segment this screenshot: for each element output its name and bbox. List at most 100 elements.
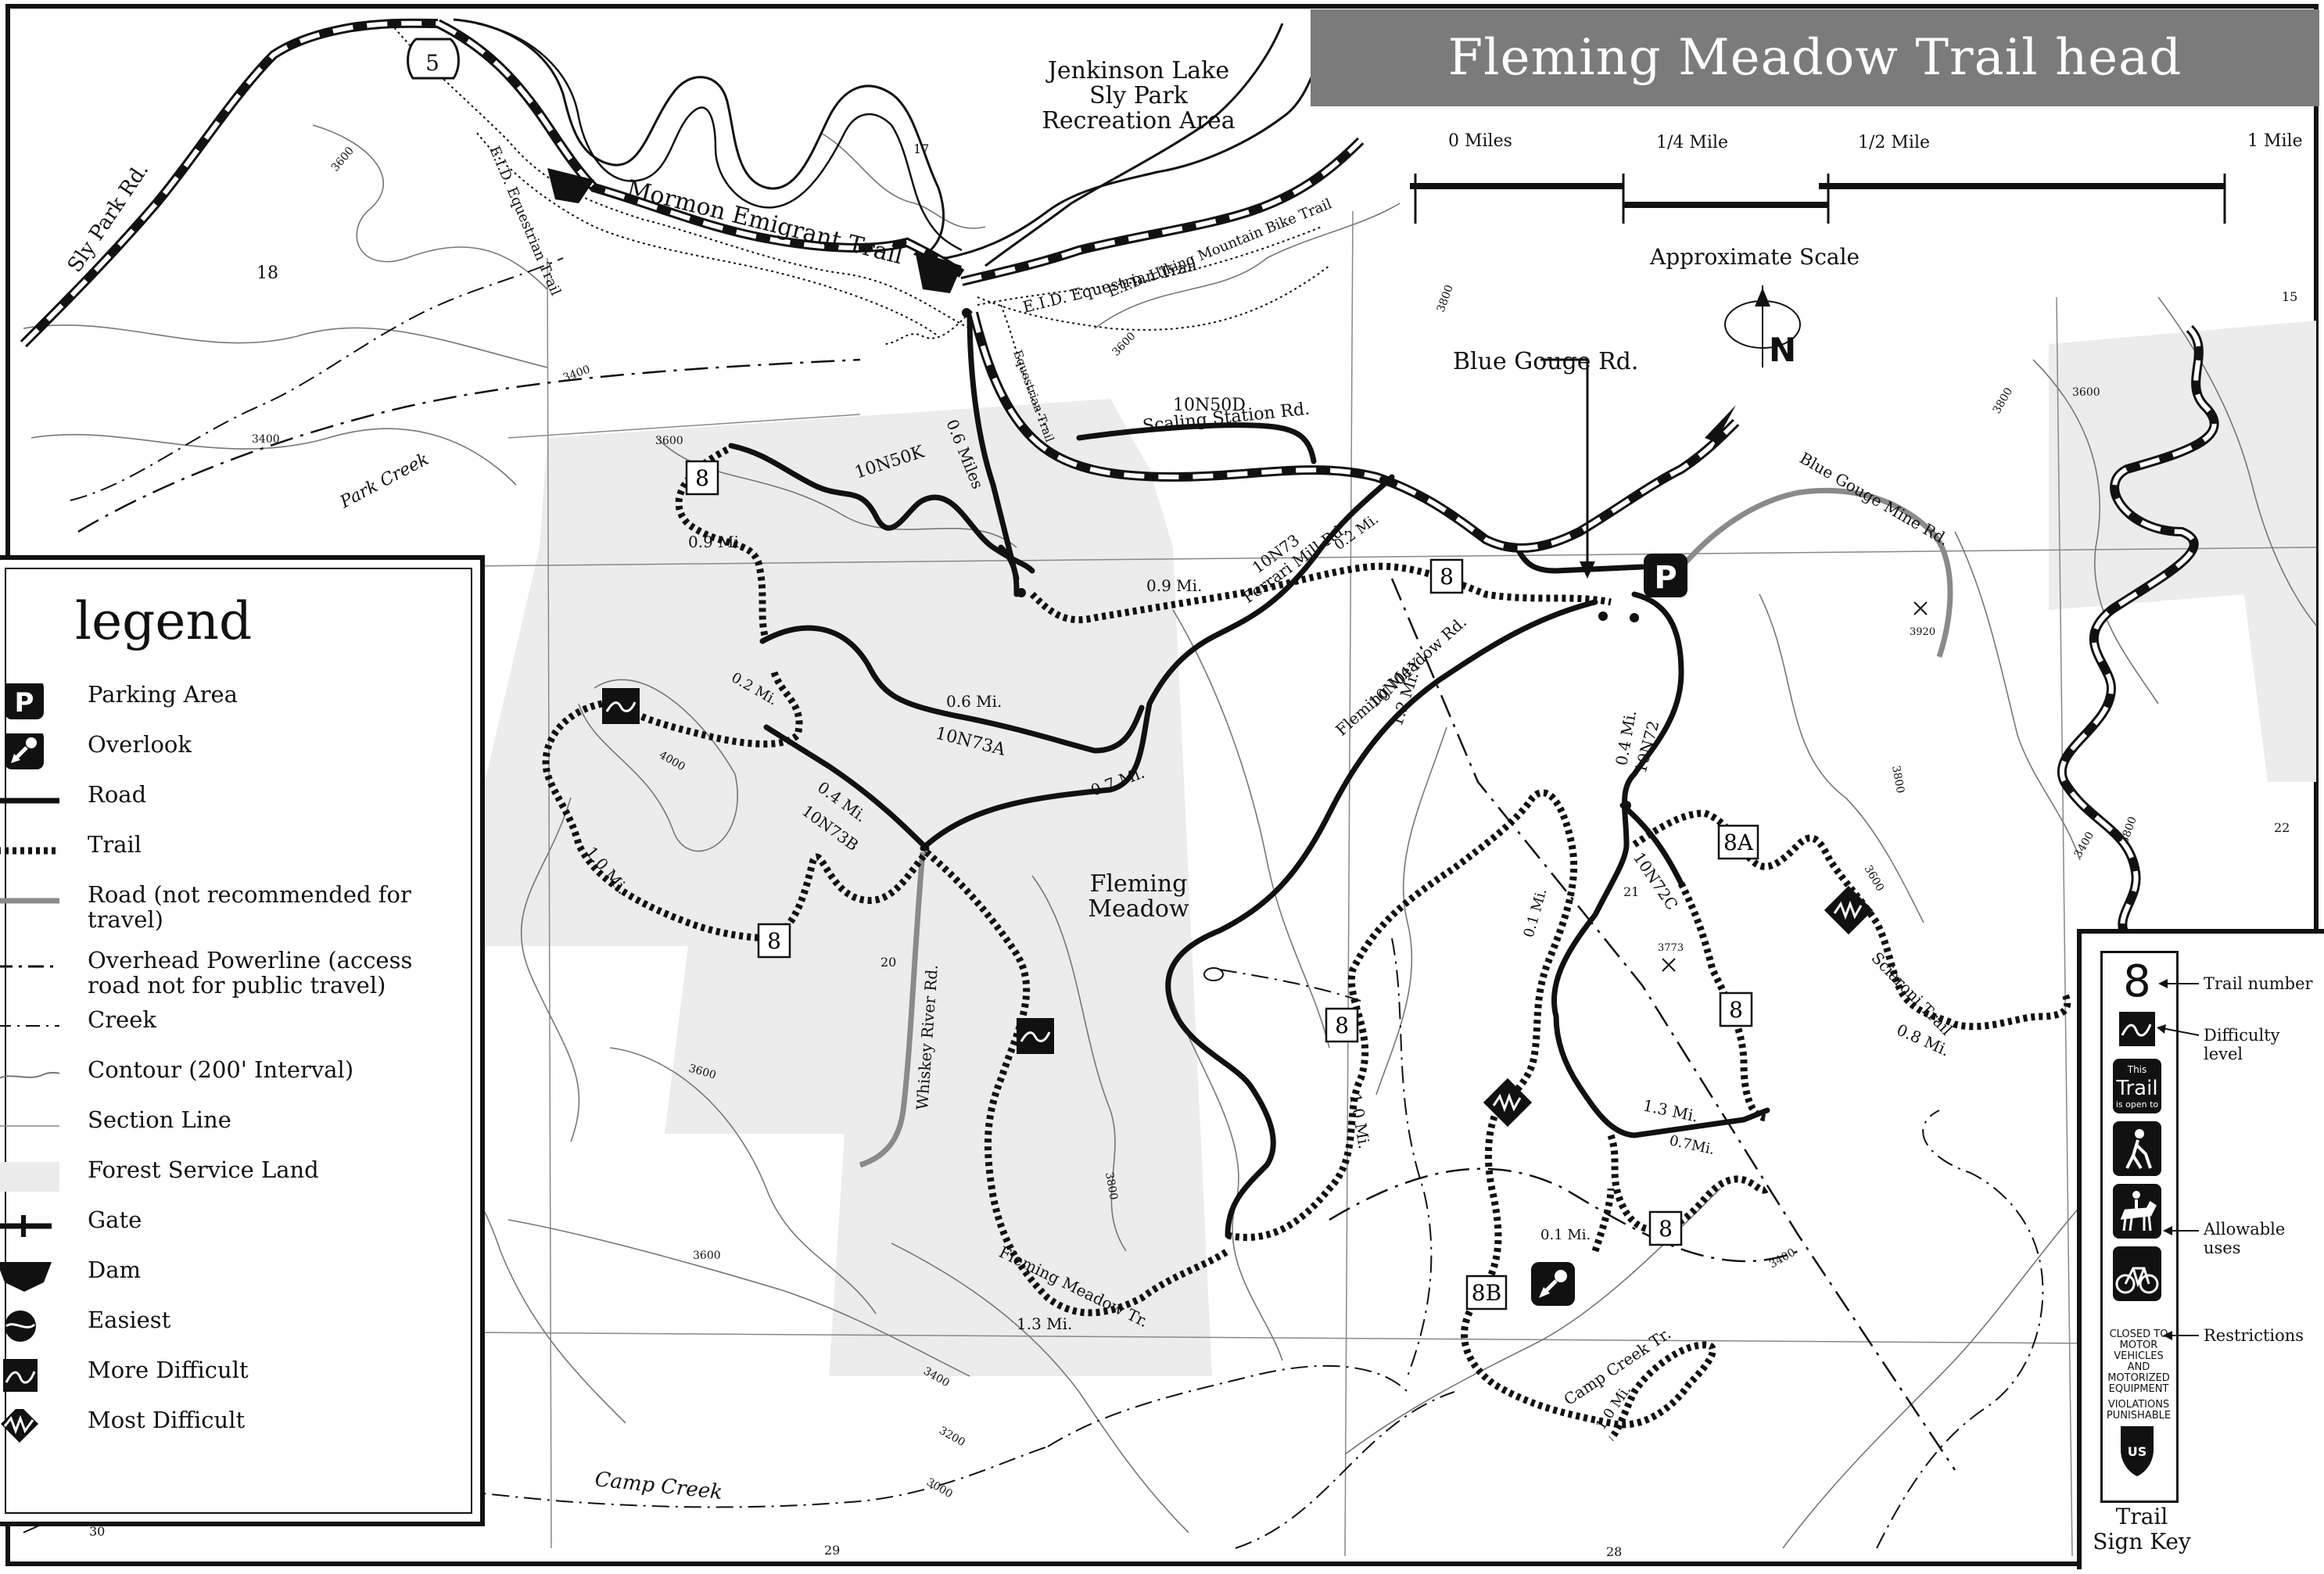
svg-text:This: This: [2127, 1064, 2147, 1075]
legend-row-section: Section Line: [0, 1103, 466, 1149]
gates: [962, 308, 1639, 810]
north-arrow: N: [1724, 285, 1801, 369]
forest-land-swatch: [0, 1162, 59, 1192]
gate-icon: [962, 308, 971, 317]
svg-text:3800: 3800: [1889, 765, 1906, 794]
trail-open-sign: [2113, 1059, 2161, 1113]
svg-text:8: 8: [767, 928, 781, 954]
whiskey-river-road: [859, 852, 926, 1168]
more-difficult-icon: [1017, 1018, 1054, 1054]
svg-text:P: P: [1654, 560, 1677, 596]
svg-text:0.9 Mi.: 0.9 Mi.: [688, 532, 744, 551]
restriction-text: CLOSED TO MOTOR VEHICLES AND MOTORIZED E…: [2107, 1328, 2170, 1395]
violation-text: VIOLATIONS PUNISHABLE: [2106, 1399, 2172, 1422]
gated-roads: [20, 18, 2219, 941]
lake-label-line1: Jenkinson Lake: [1045, 57, 1229, 84]
legend-row-dam: Dam: [0, 1253, 466, 1300]
gate-icon: [1017, 588, 1026, 597]
gate-icon: [1622, 801, 1631, 810]
overlook-marker[interactable]: [1531, 1262, 1575, 1306]
easiest-icon: [5, 1310, 36, 1342]
trail-sign-key: 8 This Trail is open to US CLOSED TO MOT…: [2077, 929, 2324, 1569]
more-difficult-icon: [3, 1359, 38, 1392]
overlook-icon: [5, 733, 44, 769]
legend-row-parking: P Parking Area: [0, 677, 466, 724]
blue-gouge-arrow: [1705, 405, 1736, 454]
blue-gouge-callout: [1540, 358, 1589, 571]
gray-road-line: [0, 898, 59, 904]
gate-icon: [1379, 475, 1389, 485]
svg-text:8: 8: [1659, 1216, 1673, 1242]
trail-marker: 8: [1325, 1007, 1359, 1043]
gray-roads: [859, 488, 1953, 1168]
svg-text:3600: 3600: [655, 435, 683, 447]
svg-text:3400: 3400: [252, 433, 280, 446]
svg-text:1.3 Mi.: 1.3 Mi.: [1017, 1314, 1072, 1333]
svg-text:0.9 Mi.: 0.9 Mi.: [1146, 576, 1202, 595]
road-10n50k: [728, 443, 1035, 574]
svg-text:17: 17: [913, 142, 929, 156]
svg-text:8: 8: [1335, 1013, 1349, 1038]
most-difficult-icon: [0, 1409, 39, 1443]
powerlines: [77, 358, 1956, 1471]
legend-inner-frame: [5, 568, 472, 1514]
dam-icon: [915, 250, 962, 293]
scale-label-quarter: 1/4 Mile: [1656, 133, 1729, 152]
legend-heading: legend: [75, 591, 253, 651]
blue-gouge-mine-road: [1683, 488, 1953, 658]
trail-marker: 8: [1648, 1210, 1683, 1246]
legend-row-overlook: Overlook: [0, 727, 466, 774]
trail-8a: [1632, 809, 2071, 1031]
page-title: Fleming Meadow Trail head: [1311, 9, 2319, 106]
callout-difficulty-level: Difficulty level: [2204, 1026, 2280, 1063]
gate-icon: [0, 1215, 52, 1237]
trail-8-1mi: [1227, 789, 1578, 1241]
trail-8-northwest: [675, 446, 770, 643]
road-10n72c: [1619, 802, 1684, 887]
legend-row-more-difficult: More Difficult: [0, 1353, 466, 1400]
svg-text:8: 8: [695, 465, 709, 491]
blue-gouge-callout-arrow: [1580, 561, 1595, 579]
peak-marks: [1662, 601, 1928, 972]
trail-sign-key-art: 8 This Trail is open to US: [2113, 956, 2200, 1476]
more-difficult-icon: [602, 688, 640, 724]
trail-marker: 8: [1429, 558, 1464, 594]
svg-text:15: 15: [2282, 289, 2297, 304]
creek-line: [0, 1025, 59, 1027]
svg-text:3773: 3773: [1658, 942, 1684, 954]
svg-text:US: US: [2128, 1444, 2147, 1459]
route-5-shield: 5: [407, 38, 460, 80]
svg-text:29: 29: [824, 1543, 840, 1558]
lake-shoreline: [453, 18, 1331, 260]
svg-text:18: 18: [256, 264, 278, 283]
roads: [728, 310, 1770, 1239]
legend-panel: legend P Parking Area Overlook Road Trai…: [0, 555, 485, 1526]
blue-gouge-rd-label: Blue Gouge Rd.: [1453, 348, 1638, 375]
trail-fleming-meadow: [924, 849, 1230, 1317]
callout-allowable-uses: Allowable uses: [2204, 1220, 2286, 1257]
scale-label-half: 1/2 Mile: [1858, 133, 1931, 152]
legend-row-trail: Trail: [0, 827, 466, 874]
meadow-label-line1: Fleming: [1090, 870, 1188, 898]
trail-marker: 8A: [1717, 824, 1759, 860]
section-line: [0, 1125, 59, 1127]
legend-row-most-difficult: Most Difficult: [0, 1403, 466, 1450]
contour-line: [0, 1071, 59, 1079]
callout-restrictions: Restrictions: [2204, 1326, 2304, 1345]
legend-row-gate: Gate: [0, 1203, 466, 1250]
scale-caption: Approximate Scale: [1650, 244, 1860, 270]
svg-text:Trail: Trail: [2115, 1077, 2157, 1100]
eid-trails: [390, 23, 1330, 431]
trail-sign-key-sample: [2100, 951, 2179, 1503]
trail-8-south-loop: [772, 850, 930, 941]
trail-8-west-link: [623, 671, 803, 748]
dams: [547, 168, 962, 293]
svg-text:8A: 8A: [1723, 830, 1754, 855]
lake-eastern-shore: [984, 23, 1284, 267]
svg-text:N: N: [1769, 331, 1796, 369]
route-5-label: 5: [425, 50, 439, 76]
parking-marker[interactable]: P: [1644, 554, 1687, 597]
svg-text:28: 28: [1606, 1544, 1622, 1559]
meadow-label-line2: Meadow: [1088, 895, 1189, 923]
callout-trail-number: Trail number: [2204, 974, 2313, 993]
